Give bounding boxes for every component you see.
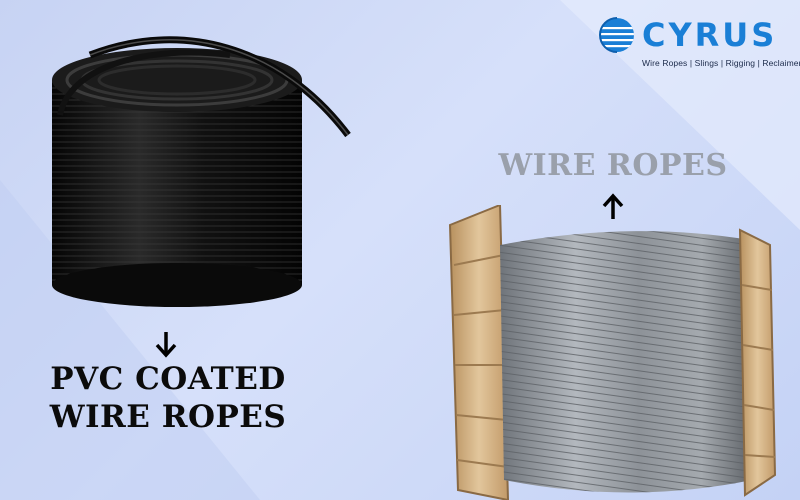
pvc-label-line2: WIRE ROPES [49,399,287,435]
arrow-up-icon [602,193,624,219]
arrow-down-icon [155,332,177,358]
globe-logo-icon [599,17,634,53]
brand-tagline: Wire Ropes | Slings | Rigging | Reclaime… [642,58,800,68]
brand-logo: CYRUS Wire Ropes | Slings | Rigging | Re… [598,14,800,74]
pvc-coated-wire-ropes-label: PVC COATED WIRE ROPES [28,360,308,436]
pvc-label-line1: PVC COATED [50,361,286,397]
pvc-coated-wire-rope-spool-image [52,36,351,307]
brand-name: CYRUS [642,16,778,54]
wire-ropes-label: WIRE ROPES [498,148,728,183]
wire-rope-drum-image [448,205,777,500]
